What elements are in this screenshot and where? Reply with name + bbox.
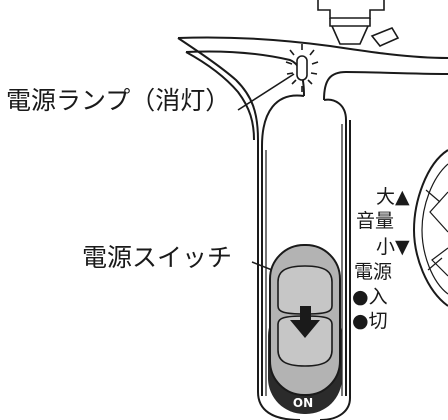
power-on-label: ●入 <box>352 286 388 308</box>
lamp-glow-icon <box>285 44 319 92</box>
volume-high-label: 大▲ <box>376 186 410 208</box>
power-switch-label: 電源スイッチ <box>82 243 233 272</box>
arrow-down-icon <box>290 306 320 338</box>
volume-low-label: 小▼ <box>376 236 410 258</box>
volume-dial[interactable] <box>412 149 448 307</box>
power-off-label: ●切 <box>352 310 388 332</box>
power-lamp-label: 電源ランプ（消灯） <box>6 86 231 115</box>
lamp-leader-line <box>237 73 295 111</box>
top-knob <box>317 0 400 47</box>
volume-label: 音量 <box>356 210 395 232</box>
power-title-label: 電源 <box>354 261 393 283</box>
switch-on-mark: ON <box>292 396 314 410</box>
